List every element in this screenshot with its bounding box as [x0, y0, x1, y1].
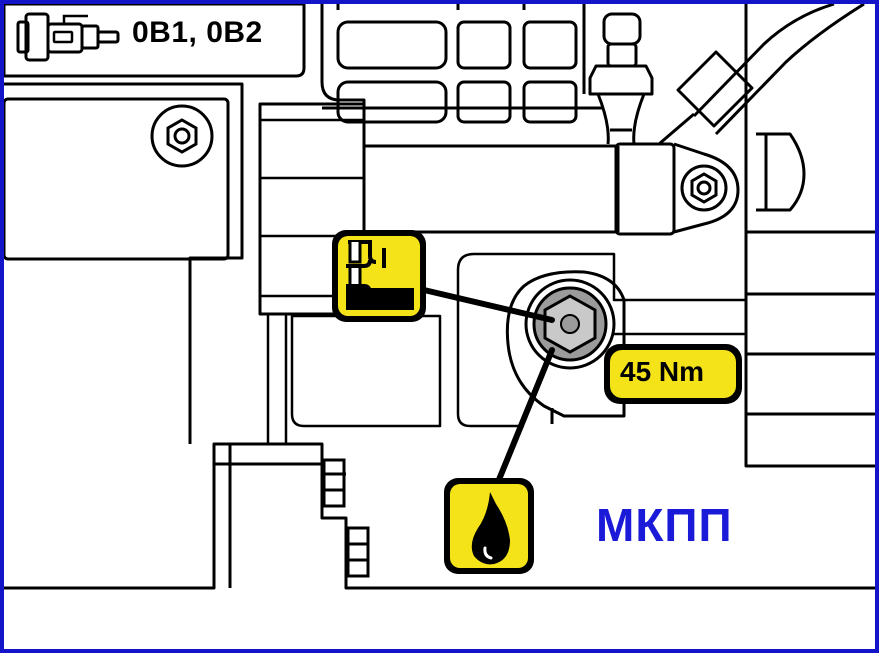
drain-plug-icon — [524, 278, 616, 370]
oil-drop-icon — [471, 492, 510, 565]
engine-code-badge — [4, 4, 306, 78]
bolt-icon — [322, 458, 370, 578]
transmission-icon — [16, 12, 120, 62]
torque-badge — [604, 344, 742, 404]
oil-drop-badge — [444, 478, 534, 574]
gearbox-type-label: МКПП — [596, 499, 733, 551]
nut-icon — [150, 104, 214, 168]
transmission-symbol-badge — [332, 230, 426, 322]
engine-codes-label: 0B1, 0B2 — [132, 16, 263, 49]
torque-value: 45 Nm — [620, 356, 705, 387]
gearbox-drawing — [4, 4, 875, 590]
